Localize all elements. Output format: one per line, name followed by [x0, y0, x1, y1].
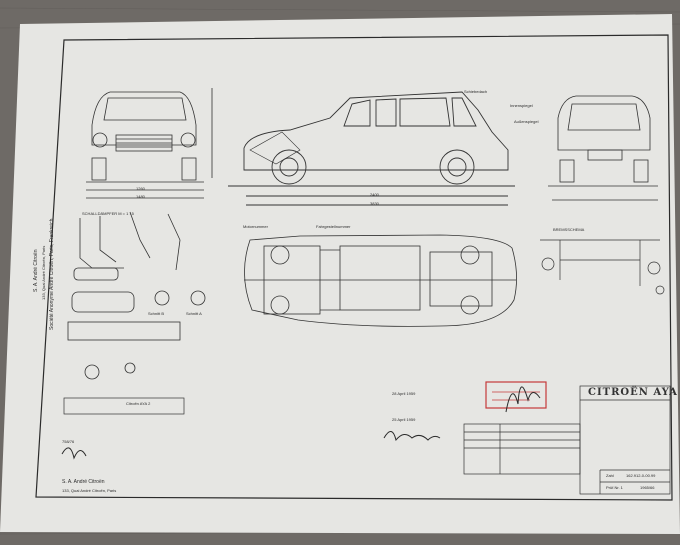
top-view-drawing — [244, 234, 517, 327]
title-block — [63, 385, 671, 495]
value-pruef: 1965/66 — [640, 485, 655, 490]
side-text-1: S. A. André Citroën — [33, 249, 39, 292]
label-fahrgestellnummer: Fahrgestellnummer — [316, 224, 351, 229]
label-schnitt-b: Schnitt B — [148, 311, 165, 316]
side-view-drawing — [228, 91, 515, 206]
drawing-border — [35, 34, 673, 501]
approval-date-1: 28 April 1959 — [392, 391, 416, 396]
label-zahl: Zahl — [606, 473, 614, 478]
label-schiebedach: Schiebedach — [464, 89, 488, 94]
label-citroen-aya-2: Citroën AYA 2 — [126, 401, 151, 406]
value-zahl: 162.912-0-00.99 — [626, 473, 656, 478]
footer-company: S. A. André Citroën — [62, 479, 105, 485]
side-text-2: 133, Quai André Citroën, Paris — [41, 245, 46, 300]
label-schnitt-a: Schnitt A — [186, 311, 202, 316]
dim-2400: 2400 — [370, 192, 379, 197]
label-aussenspiegel: Außenspiegel — [514, 119, 539, 124]
footer-address: 133, Quai André Citroën, Paris — [62, 488, 117, 493]
approval-date-2: 25 April 1959 — [392, 417, 416, 422]
label-pruef: Prüf.Nr. 1 — [606, 485, 623, 490]
reference-number: 758/76 — [62, 439, 75, 444]
dim-3800: 3830 — [370, 201, 379, 206]
label-motornummer: Motornummer — [243, 224, 268, 229]
side-text-3: Société Anonyme André Citroën, Paris, Fr… — [49, 218, 55, 330]
signatures — [61, 386, 541, 460]
dim-1480: 1480 — [136, 194, 145, 199]
label-innenspiegel: Innenspiegel — [510, 103, 533, 108]
brake-schema-drawing — [540, 239, 665, 295]
drawing-title: CITROËN AYA — [588, 387, 678, 398]
rear-view-drawing — [548, 95, 658, 201]
red-approval-stamp — [485, 381, 547, 409]
label-bremsschema: BREMSSCHEMA — [553, 227, 585, 232]
exhaust-parts-drawing — [67, 211, 206, 380]
label-schaltdaempfer: SCHALLDÄMPFER M = 1 : 5 — [82, 211, 134, 216]
front-view-drawing — [86, 88, 213, 199]
dim-1260: 1260 — [136, 186, 145, 191]
